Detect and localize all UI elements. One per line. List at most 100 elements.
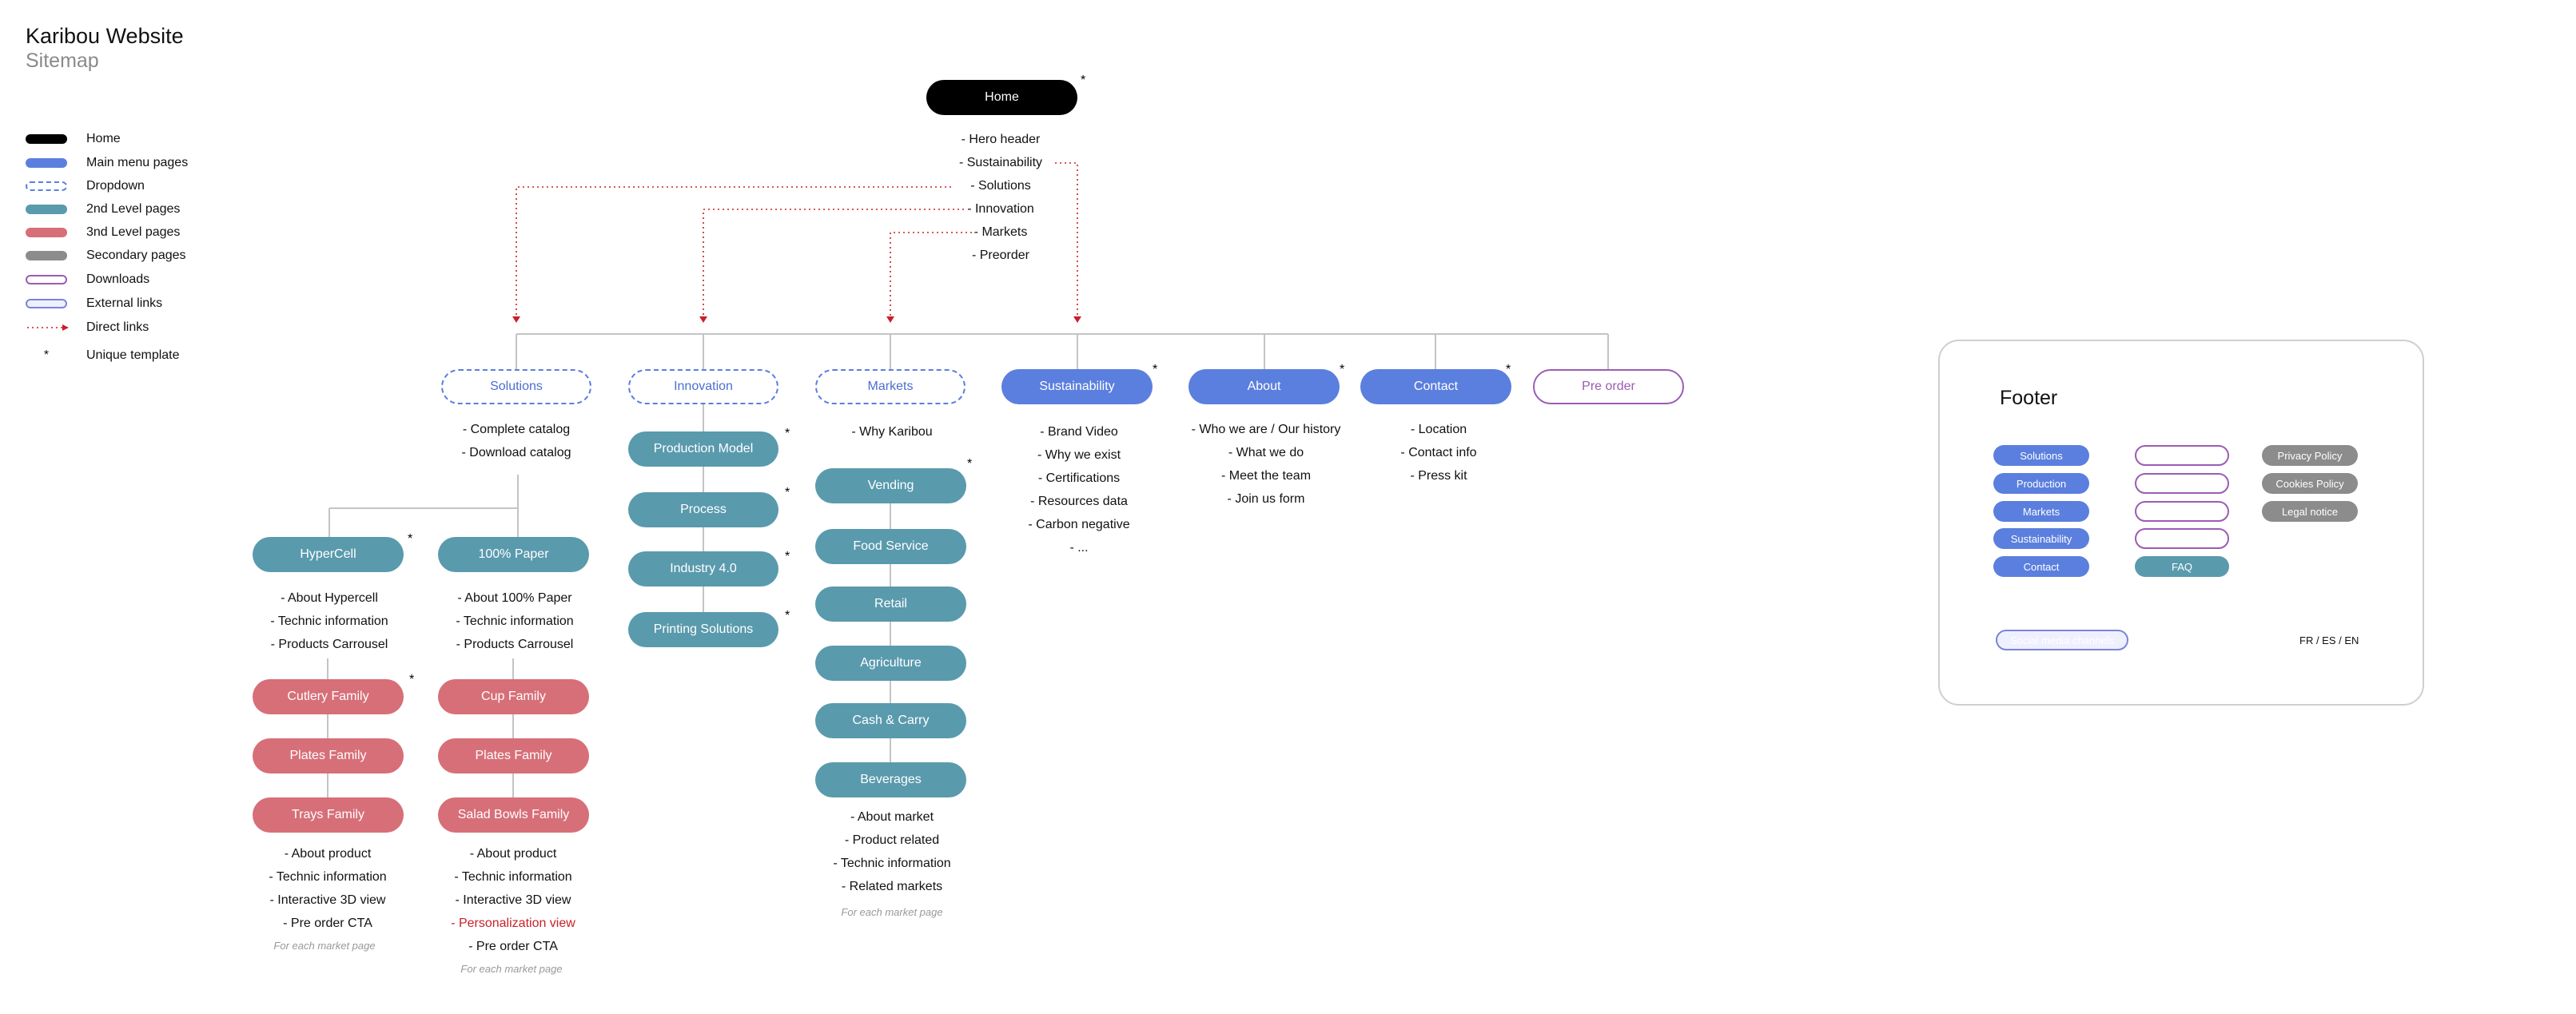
legend-item-secondary: Secondary pages — [26, 247, 186, 264]
paper-family-plates[interactable]: Plates Family — [438, 738, 589, 773]
innovation-industry[interactable]: Industry 4.0 — [628, 551, 778, 587]
hypercell-product-item: - About product — [284, 847, 372, 861]
paper-family-salad-bowls[interactable]: Salad Bowls Family — [438, 797, 589, 833]
footer-download-preorder[interactable]: Pre order — [2135, 445, 2229, 466]
menu-markets[interactable]: Markets — [815, 369, 966, 404]
markets-retail[interactable]: Retail — [815, 587, 966, 622]
page-title: Karibou Website — [26, 24, 184, 48]
footer-link-privacy[interactable]: Privacy Policy — [2262, 445, 2358, 466]
unique-template-star: * — [785, 550, 790, 563]
unique-template-star: * — [785, 427, 790, 440]
sustainability-item: - ... — [1069, 541, 1089, 555]
markets-note: For each market page — [841, 906, 943, 918]
innovation-production-model[interactable]: Production Model — [628, 431, 778, 467]
footer-download-presskit[interactable]: Dwnld Press kit — [2135, 501, 2229, 522]
unique-template-star: * — [1340, 363, 1345, 376]
direct-links — [516, 162, 1078, 316]
home-section: - Hero header — [961, 133, 1041, 146]
solutions-item: - Download catalog — [461, 446, 571, 459]
menu-innovation[interactable]: Innovation — [628, 369, 778, 404]
markets-vending[interactable]: Vending — [815, 468, 966, 503]
unique-template-star: * — [1081, 74, 1086, 87]
unique-template-star: * — [785, 486, 790, 499]
unique-template-star: * — [1153, 363, 1158, 376]
hypercell-item: - About Hypercell — [281, 591, 378, 605]
unique-template-star: * — [408, 532, 413, 546]
home-section: - Preorder — [971, 249, 1030, 262]
markets-item: - About market — [850, 810, 934, 824]
star-icon: * — [43, 348, 50, 362]
menu-contact[interactable]: Contact — [1360, 369, 1511, 404]
unique-template-star: * — [785, 609, 790, 622]
legend-item-unique: * Unique template — [26, 347, 180, 364]
sustainability-item: - Why we exist — [1037, 448, 1121, 462]
footer-link-faq[interactable]: FAQ — [2135, 556, 2229, 577]
footer-link-sustainability[interactable]: Sustainability — [1993, 528, 2089, 549]
about-item: - Who we are / Our history — [1191, 423, 1341, 436]
about-item: - Join us form — [1227, 492, 1305, 506]
markets-item: - Related markets — [841, 880, 943, 893]
paper-item: - Technic information — [456, 614, 574, 628]
hypercell-item: - Products Carrousel — [270, 638, 388, 651]
paper-product-item: - Pre order CTA — [468, 940, 558, 953]
home-node[interactable]: Home — [926, 80, 1077, 115]
legend-item-direct: Direct links — [86, 320, 149, 334]
solutions-item: - Complete catalog — [462, 423, 571, 436]
innovation-printing-solutions[interactable]: Printing Solutions — [628, 612, 778, 647]
markets-agriculture[interactable]: Agriculture — [815, 646, 966, 681]
footer-link-markets[interactable]: Markets — [1993, 501, 2089, 522]
paper-note: For each market page — [460, 963, 563, 975]
paper-item: - Products Carrousel — [456, 638, 574, 651]
paper-node[interactable]: 100% Paper — [438, 537, 589, 572]
hypercell-node[interactable]: HyperCell — [253, 537, 404, 572]
hypercell-family-plates[interactable]: Plates Family — [253, 738, 404, 773]
paper-family-cup[interactable]: Cup Family — [438, 679, 589, 714]
hypercell-product-item: - Pre order CTA — [283, 917, 372, 930]
paper-product-item: - Interactive 3D view — [455, 893, 571, 907]
hypercell-family-trays[interactable]: Trays Family — [253, 797, 404, 833]
about-item: - Meet the team — [1220, 469, 1312, 483]
paper-product-item: - About product — [469, 847, 557, 861]
footer-link-production[interactable]: Production — [1993, 473, 2089, 494]
unique-template-star: * — [967, 457, 973, 471]
innovation-process[interactable]: Process — [628, 492, 778, 527]
footer-link-legal[interactable]: Legal notice — [2262, 501, 2358, 522]
menu-about[interactable]: About — [1188, 369, 1340, 404]
markets-cash-carry[interactable]: Cash & Carry — [815, 703, 966, 738]
hypercell-family-cutlery[interactable]: Cutlery Family — [253, 679, 404, 714]
menu-preorder[interactable]: Pre order — [1533, 369, 1684, 404]
paper-product-item-highlight: - Personalization view — [451, 917, 575, 930]
unique-template-star: * — [409, 673, 415, 686]
hypercell-item: - Technic information — [270, 614, 388, 628]
page-subtitle: Sitemap — [26, 50, 99, 72]
unique-template-star: * — [1506, 363, 1511, 376]
footer-link-contact[interactable]: Contact — [1993, 556, 2089, 577]
footer-download-catalog[interactable]: Dwnld Catalog — [2135, 473, 2229, 494]
sustainability-item: - Resources data — [1030, 495, 1128, 508]
markets-item: - Product related — [844, 833, 940, 847]
menu-sustainability[interactable]: Sustainability — [1001, 369, 1153, 404]
footer-newsletter-subscribe[interactable]: NL Subscribe — [2135, 528, 2229, 549]
markets-food-service[interactable]: Food Service — [815, 529, 966, 564]
menu-solutions[interactable]: Solutions — [441, 369, 591, 404]
paper-item: - About 100% Paper — [457, 591, 572, 605]
about-item: - What we do — [1228, 446, 1304, 459]
footer-social-media[interactable]: Social media channels — [1996, 630, 2128, 650]
footer-link-solutions[interactable]: Solutions — [1993, 445, 2089, 466]
legend-item-home: Home — [26, 130, 121, 148]
contact-item: - Contact info — [1400, 446, 1477, 459]
home-section: - Sustainability — [958, 156, 1043, 169]
legend-item-l2: 2nd Level pages — [26, 201, 180, 218]
legend-item-external: External links — [26, 295, 162, 312]
footer-language-switch[interactable]: FR / ES / EN — [2299, 634, 2359, 646]
legend-item-main: Main menu pages — [26, 154, 188, 172]
hypercell-product-item: - Interactive 3D view — [269, 893, 386, 907]
contact-item: - Location — [1410, 423, 1467, 436]
markets-beverages[interactable]: Beverages — [815, 762, 966, 797]
legend-item-l3: 3nd Level pages — [26, 224, 180, 241]
footer-link-cookies[interactable]: Cookies Policy — [2262, 473, 2358, 494]
markets-intro: - Why Karibou — [851, 425, 933, 439]
legend-item-dropdown: Dropdown — [26, 177, 145, 195]
hypercell-product-item: - Technic information — [269, 870, 387, 884]
